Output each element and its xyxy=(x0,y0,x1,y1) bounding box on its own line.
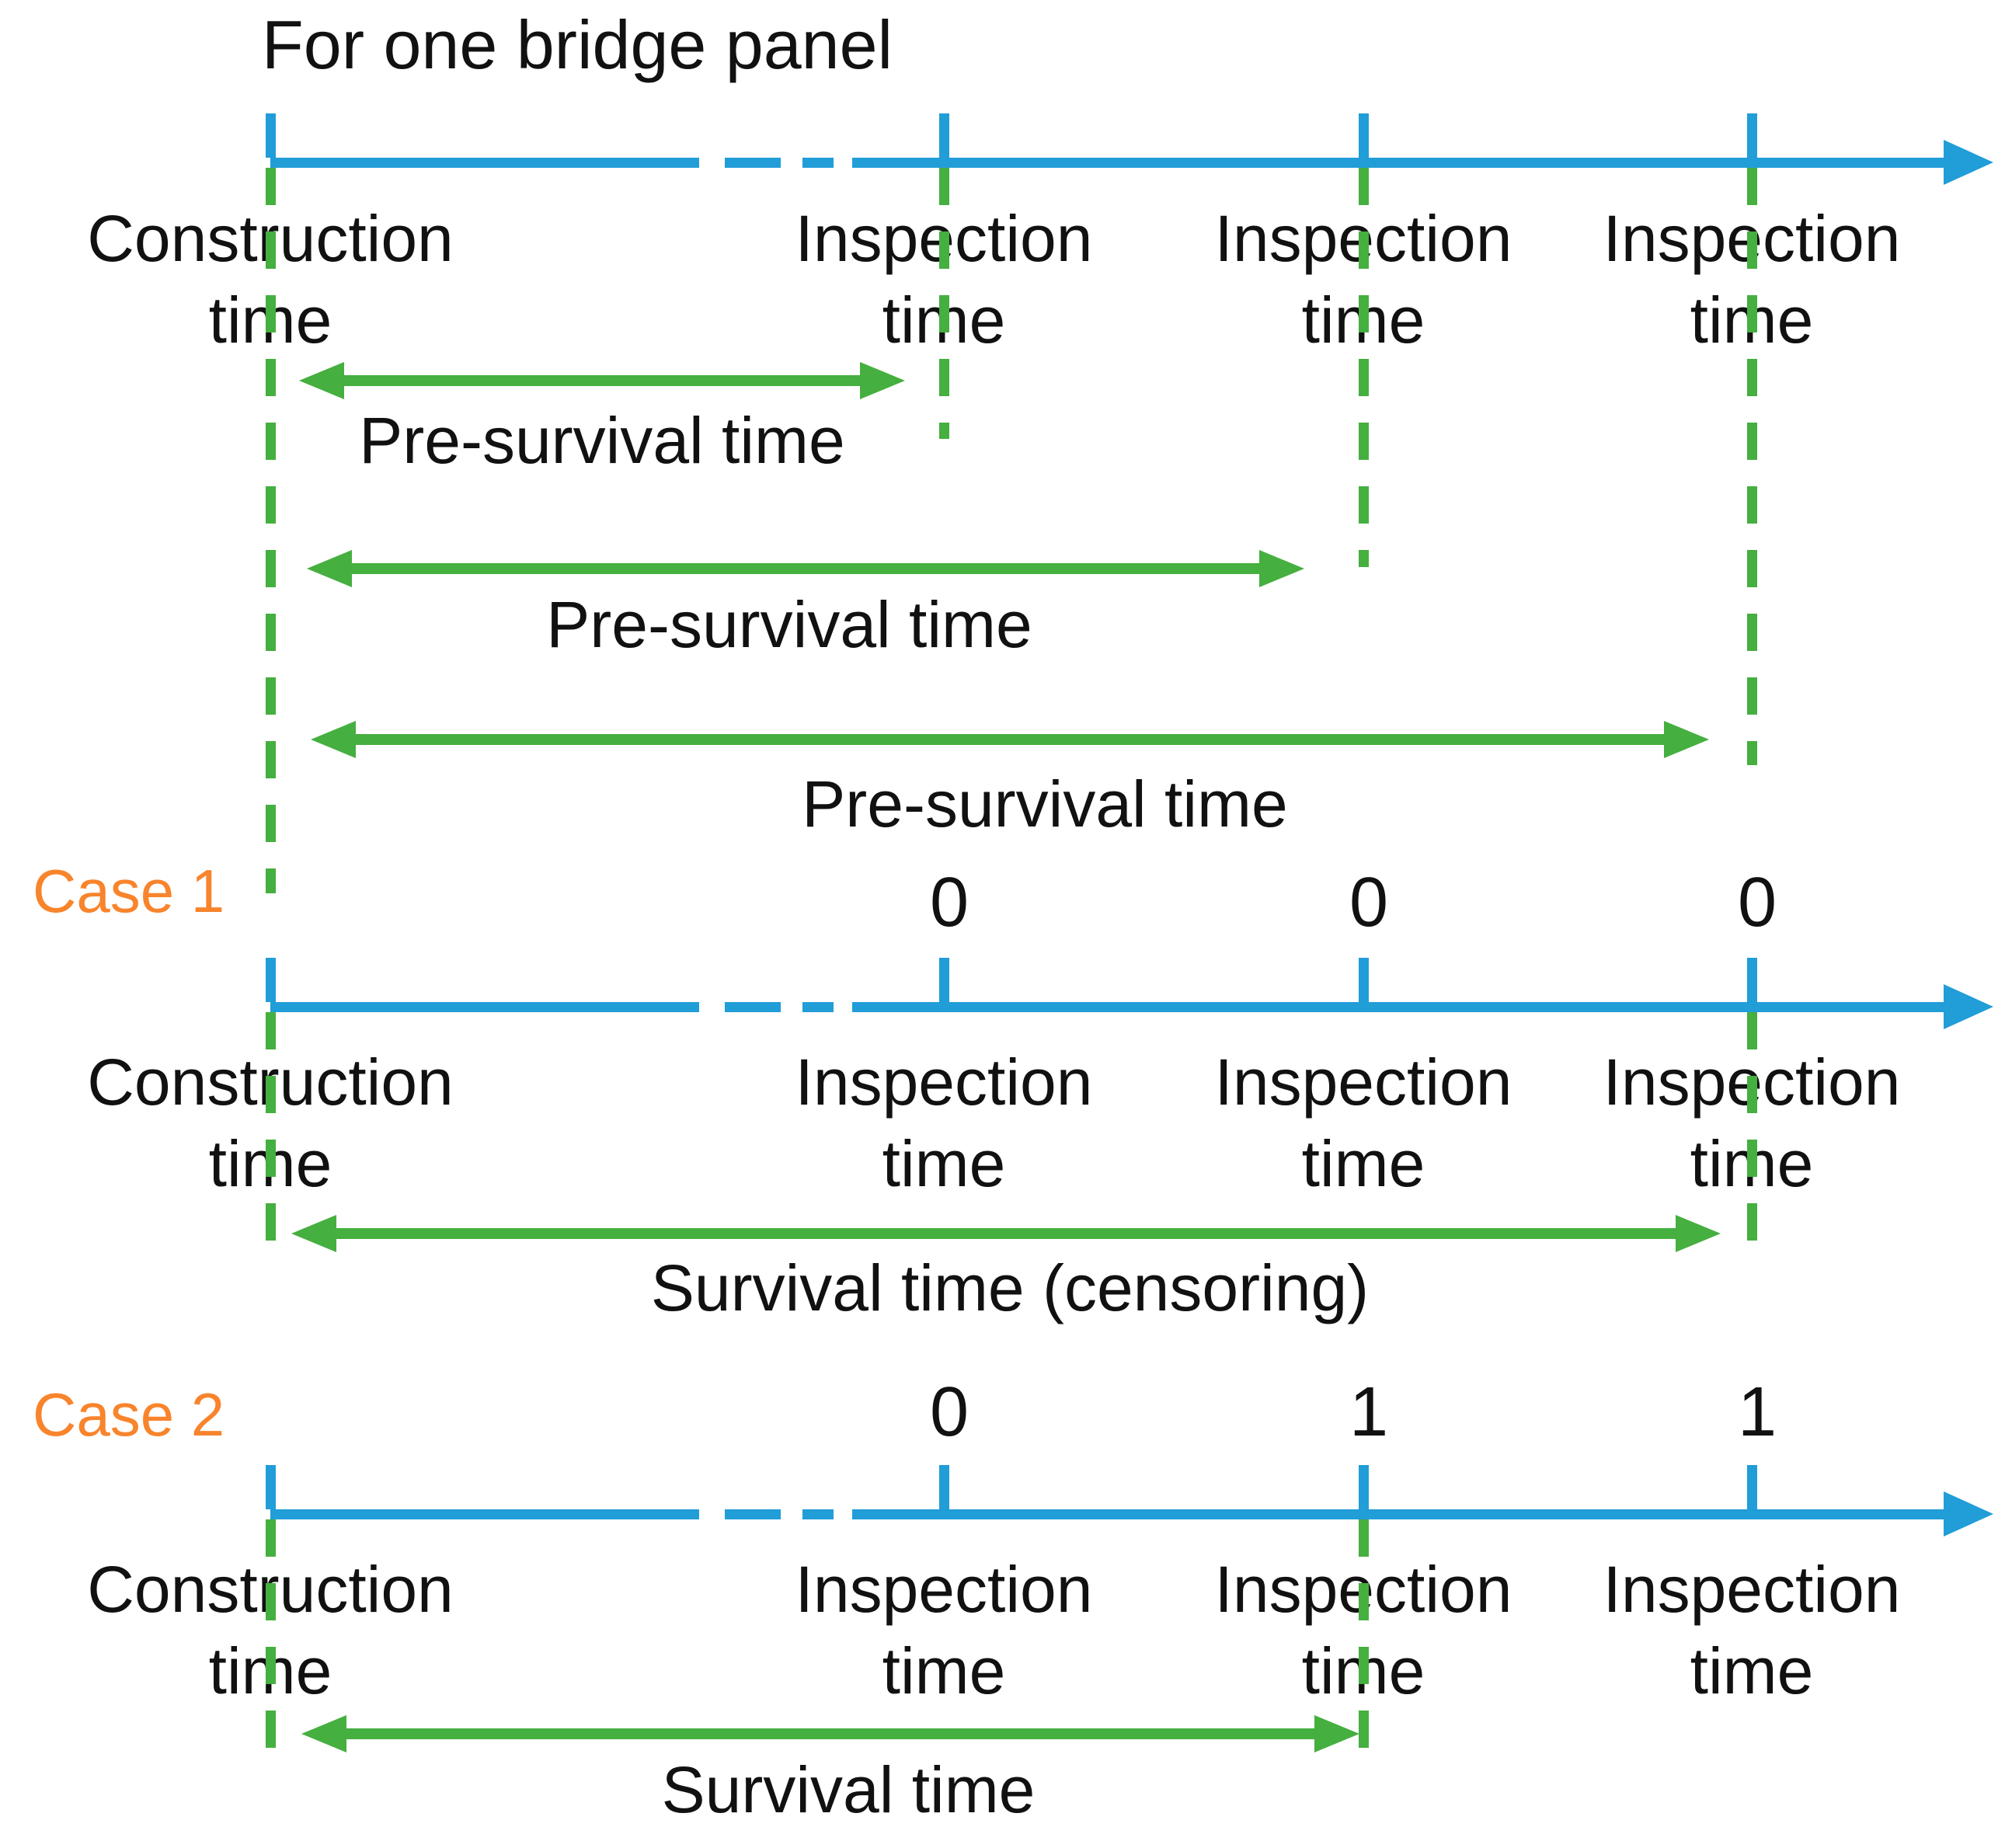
axis-tick-construction xyxy=(266,113,276,158)
pre-survival-arrow-1 xyxy=(299,362,905,399)
event-label-line2: time xyxy=(1301,1127,1425,1200)
dropline-construction xyxy=(266,1012,276,1257)
axis-tick-inspection-3 xyxy=(1747,958,1757,1002)
dropline-construction xyxy=(266,168,276,893)
arrowhead-right-icon xyxy=(860,362,905,399)
pre-survival-arrow-2 xyxy=(307,550,1304,587)
event-label-line1: Inspection xyxy=(795,1553,1093,1626)
pre-survival-arrow-3-label: Pre-survival time xyxy=(802,767,1288,840)
timeline-axis-segment xyxy=(852,1509,1944,1519)
dropline-inspection-3 xyxy=(1747,1012,1757,1262)
timeline-axis-segment xyxy=(852,158,1944,168)
arrowhead-right-icon xyxy=(1259,550,1304,587)
survival-arrow-case1-label: Survival time (censoring) xyxy=(650,1251,1370,1324)
axis-tick-construction xyxy=(266,1465,276,1509)
event-label-line1: Inspection xyxy=(1603,1553,1901,1626)
axis-arrowhead-icon xyxy=(1944,1491,1993,1537)
dropline-inspection-2 xyxy=(1359,1519,1369,1767)
arrow-shaft xyxy=(333,375,871,386)
inspection-outcome-value: 1 xyxy=(1349,1373,1389,1451)
timeline-axis-dash xyxy=(725,1509,781,1519)
event-label-inspection-3: Inspection time xyxy=(1603,1549,1901,1712)
timeline-axis-segment xyxy=(270,1002,699,1012)
case1-label: Case 1 xyxy=(33,857,225,925)
arrow-shaft xyxy=(345,734,1675,745)
event-label-line1: Inspection xyxy=(795,1046,1093,1119)
pre-survival-arrow-3 xyxy=(311,721,1709,758)
timeline-axis-segment xyxy=(852,1002,1944,1012)
timeline-axis-segment xyxy=(270,158,699,168)
arrow-shaft xyxy=(325,1228,1686,1239)
inspection-outcome-value: 0 xyxy=(929,1373,969,1451)
axis-arrowhead-icon xyxy=(1944,984,1993,1029)
axis-tick-inspection-1 xyxy=(939,113,949,158)
event-label-line2: time xyxy=(1690,1634,1814,1707)
arrowhead-right-icon xyxy=(1664,721,1709,758)
event-label-line2: time xyxy=(882,1634,1006,1707)
timeline-axis-dash xyxy=(725,158,781,168)
axis-tick-inspection-2 xyxy=(1359,1465,1369,1509)
axis-tick-construction xyxy=(266,958,276,1002)
axis-tick-inspection-2 xyxy=(1359,113,1369,158)
arrowhead-right-icon xyxy=(1314,1715,1359,1752)
axis-tick-inspection-1 xyxy=(939,958,949,1002)
axis-tick-inspection-1 xyxy=(939,1465,949,1509)
timeline-axis-dash xyxy=(802,1002,834,1012)
arrow-shaft xyxy=(341,563,1270,574)
arrow-shaft xyxy=(336,1728,1325,1739)
axis-arrowhead-icon xyxy=(1944,140,1993,185)
timeline-axis-dash xyxy=(802,158,834,168)
timeline-axis-dash xyxy=(802,1509,834,1519)
inspection-outcome-value: 0 xyxy=(1349,864,1389,941)
case2-label: Case 2 xyxy=(33,1380,225,1449)
dropline-inspection-1 xyxy=(939,168,949,439)
timeline-axis-dash xyxy=(725,1002,781,1012)
event-label-inspection-1: Inspection time xyxy=(795,1549,1093,1712)
timeline-axis-segment xyxy=(270,1509,699,1519)
inspection-outcome-value: 0 xyxy=(1737,864,1777,941)
survival-arrow-case2-label: Survival time xyxy=(661,1753,1036,1826)
event-label-line1: Inspection xyxy=(1214,1046,1512,1119)
pre-survival-arrow-2-label: Pre-survival time xyxy=(546,588,1032,661)
axis-tick-inspection-2 xyxy=(1359,958,1369,1002)
inspection-outcome-value: 1 xyxy=(1737,1373,1777,1451)
event-label-line2: time xyxy=(882,1127,1006,1200)
axis-tick-inspection-3 xyxy=(1747,113,1757,158)
event-label-inspection-1: Inspection time xyxy=(795,1042,1093,1205)
diagram-title: For one bridge panel xyxy=(262,6,893,83)
dropline-inspection-3 xyxy=(1747,168,1757,765)
event-label-inspection-2: Inspection time xyxy=(1215,1042,1512,1205)
survival-arrow-case2 xyxy=(301,1715,1359,1752)
dropline-construction xyxy=(266,1519,276,1762)
survival-arrow-case1 xyxy=(291,1215,1721,1252)
dropline-inspection-2 xyxy=(1359,168,1369,567)
inspection-outcome-value: 0 xyxy=(929,864,969,941)
pre-survival-arrow-1-label: Pre-survival time xyxy=(359,404,845,477)
arrowhead-right-icon xyxy=(1676,1215,1721,1252)
axis-tick-inspection-3 xyxy=(1747,1465,1757,1509)
